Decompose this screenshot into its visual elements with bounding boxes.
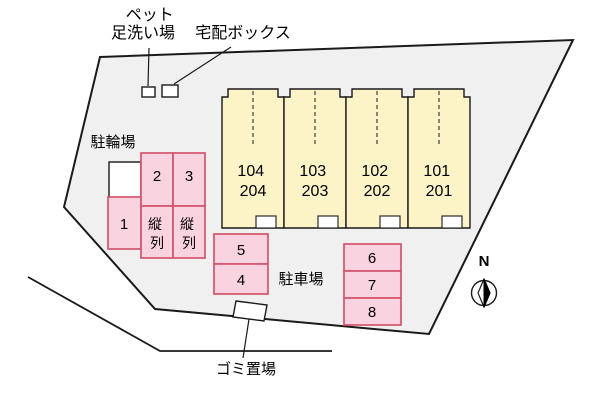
parking-lot-label: 駐車場 <box>278 271 323 288</box>
tandem-char-2: 列 <box>150 235 164 251</box>
tandem-char-1: 縦 <box>180 216 194 232</box>
pet-wash-box <box>141 86 156 98</box>
entrance-rect <box>255 215 277 229</box>
parking-space-7 <box>343 270 402 299</box>
unit-number-1f: 104 <box>237 163 264 180</box>
building-unit-outline <box>345 88 409 229</box>
parking-spaces: 1 2 縦 列 3 縦 列 5 4 駐車場 6 7 8 <box>107 152 402 326</box>
unit-label: 104 204 <box>237 163 268 200</box>
unit-number-1f: 102 <box>361 163 388 180</box>
garbage-area: ゴミ置場 <box>216 300 276 378</box>
parking-space-number-4: 4 <box>237 272 245 289</box>
building-unit-101-201: 101 201 <box>407 88 471 229</box>
unit-number-2f: 204 <box>240 183 267 200</box>
tandem-label-3: 縦 列 <box>180 216 198 251</box>
building-unit-102-202: 102 202 <box>345 88 409 229</box>
parking-space-2-tandem <box>140 205 174 259</box>
tandem-char-1: 縦 <box>148 216 162 232</box>
parking-space-number-6: 6 <box>368 250 376 267</box>
tandem-char-2: 列 <box>182 235 196 251</box>
parking-space-5 <box>213 233 269 265</box>
delivery-box <box>161 84 179 98</box>
parking-space-4 <box>213 263 269 295</box>
parking-space-3 <box>172 152 206 207</box>
parking-space-8 <box>343 297 402 326</box>
parking-space-number-7: 7 <box>368 277 376 294</box>
pet-wash-leader-line <box>147 47 150 87</box>
north-compass: N <box>470 253 498 309</box>
pet-wash-label: ペット 足洗い場 <box>111 7 178 42</box>
unit-label: 103 203 <box>299 163 330 200</box>
unit-label: 102 202 <box>361 163 392 200</box>
parking-space-number-8: 8 <box>368 304 376 321</box>
compass-needle-dark-half <box>483 278 491 308</box>
unit-number-1f: 101 <box>423 163 450 180</box>
pet-wash-label-line2: 足洗い場 <box>111 24 175 42</box>
pet-wash-label-line1: ペット <box>126 7 174 24</box>
delivery-box-label: 宅配ボックス <box>195 24 291 42</box>
parking-space-number-1: 1 <box>120 216 128 233</box>
unit-number-2f: 202 <box>364 183 391 200</box>
building-unit-103-203: 103 203 <box>283 88 347 229</box>
delivery-box-leader-line <box>173 46 232 85</box>
north-label: N <box>479 253 490 270</box>
road-edge-line <box>27 276 332 352</box>
building-unit-outline <box>283 88 347 229</box>
parking-space-3-tandem <box>172 205 206 259</box>
entrance-rect <box>379 215 401 229</box>
entrance-rect <box>317 215 339 229</box>
entrance-rect <box>441 215 463 229</box>
parking-space-number-3: 3 <box>185 168 193 185</box>
building-unit-104-204: 104 204 <box>221 88 285 229</box>
building-unit-outline <box>407 88 471 229</box>
parking-space-2 <box>140 152 174 207</box>
tandem-label-2: 縦 列 <box>148 216 166 251</box>
garbage-leader-line <box>242 318 250 359</box>
bicycle-parking-label: 駐輪場 <box>90 134 135 151</box>
unit-number-2f: 201 <box>426 183 453 200</box>
bicycle-parking-rect <box>108 161 142 199</box>
unit-number-2f: 203 <box>302 183 329 200</box>
parking-space-number-2: 2 <box>153 168 161 185</box>
building: 104 204 103 203 102 202 <box>221 88 471 229</box>
garbage-area-label: ゴミ置場 <box>216 360 276 378</box>
parking-space-number-5: 5 <box>237 242 245 259</box>
building-unit-outline <box>221 88 285 229</box>
top-callouts: ペット 足洗い場 宅配ボックス <box>111 7 291 98</box>
bicycle-parking: 駐輪場 <box>90 134 142 199</box>
unit-label: 101 201 <box>423 163 454 200</box>
garbage-box <box>232 300 268 322</box>
parking-space-6 <box>343 243 402 272</box>
unit-number-1f: 103 <box>299 163 326 180</box>
